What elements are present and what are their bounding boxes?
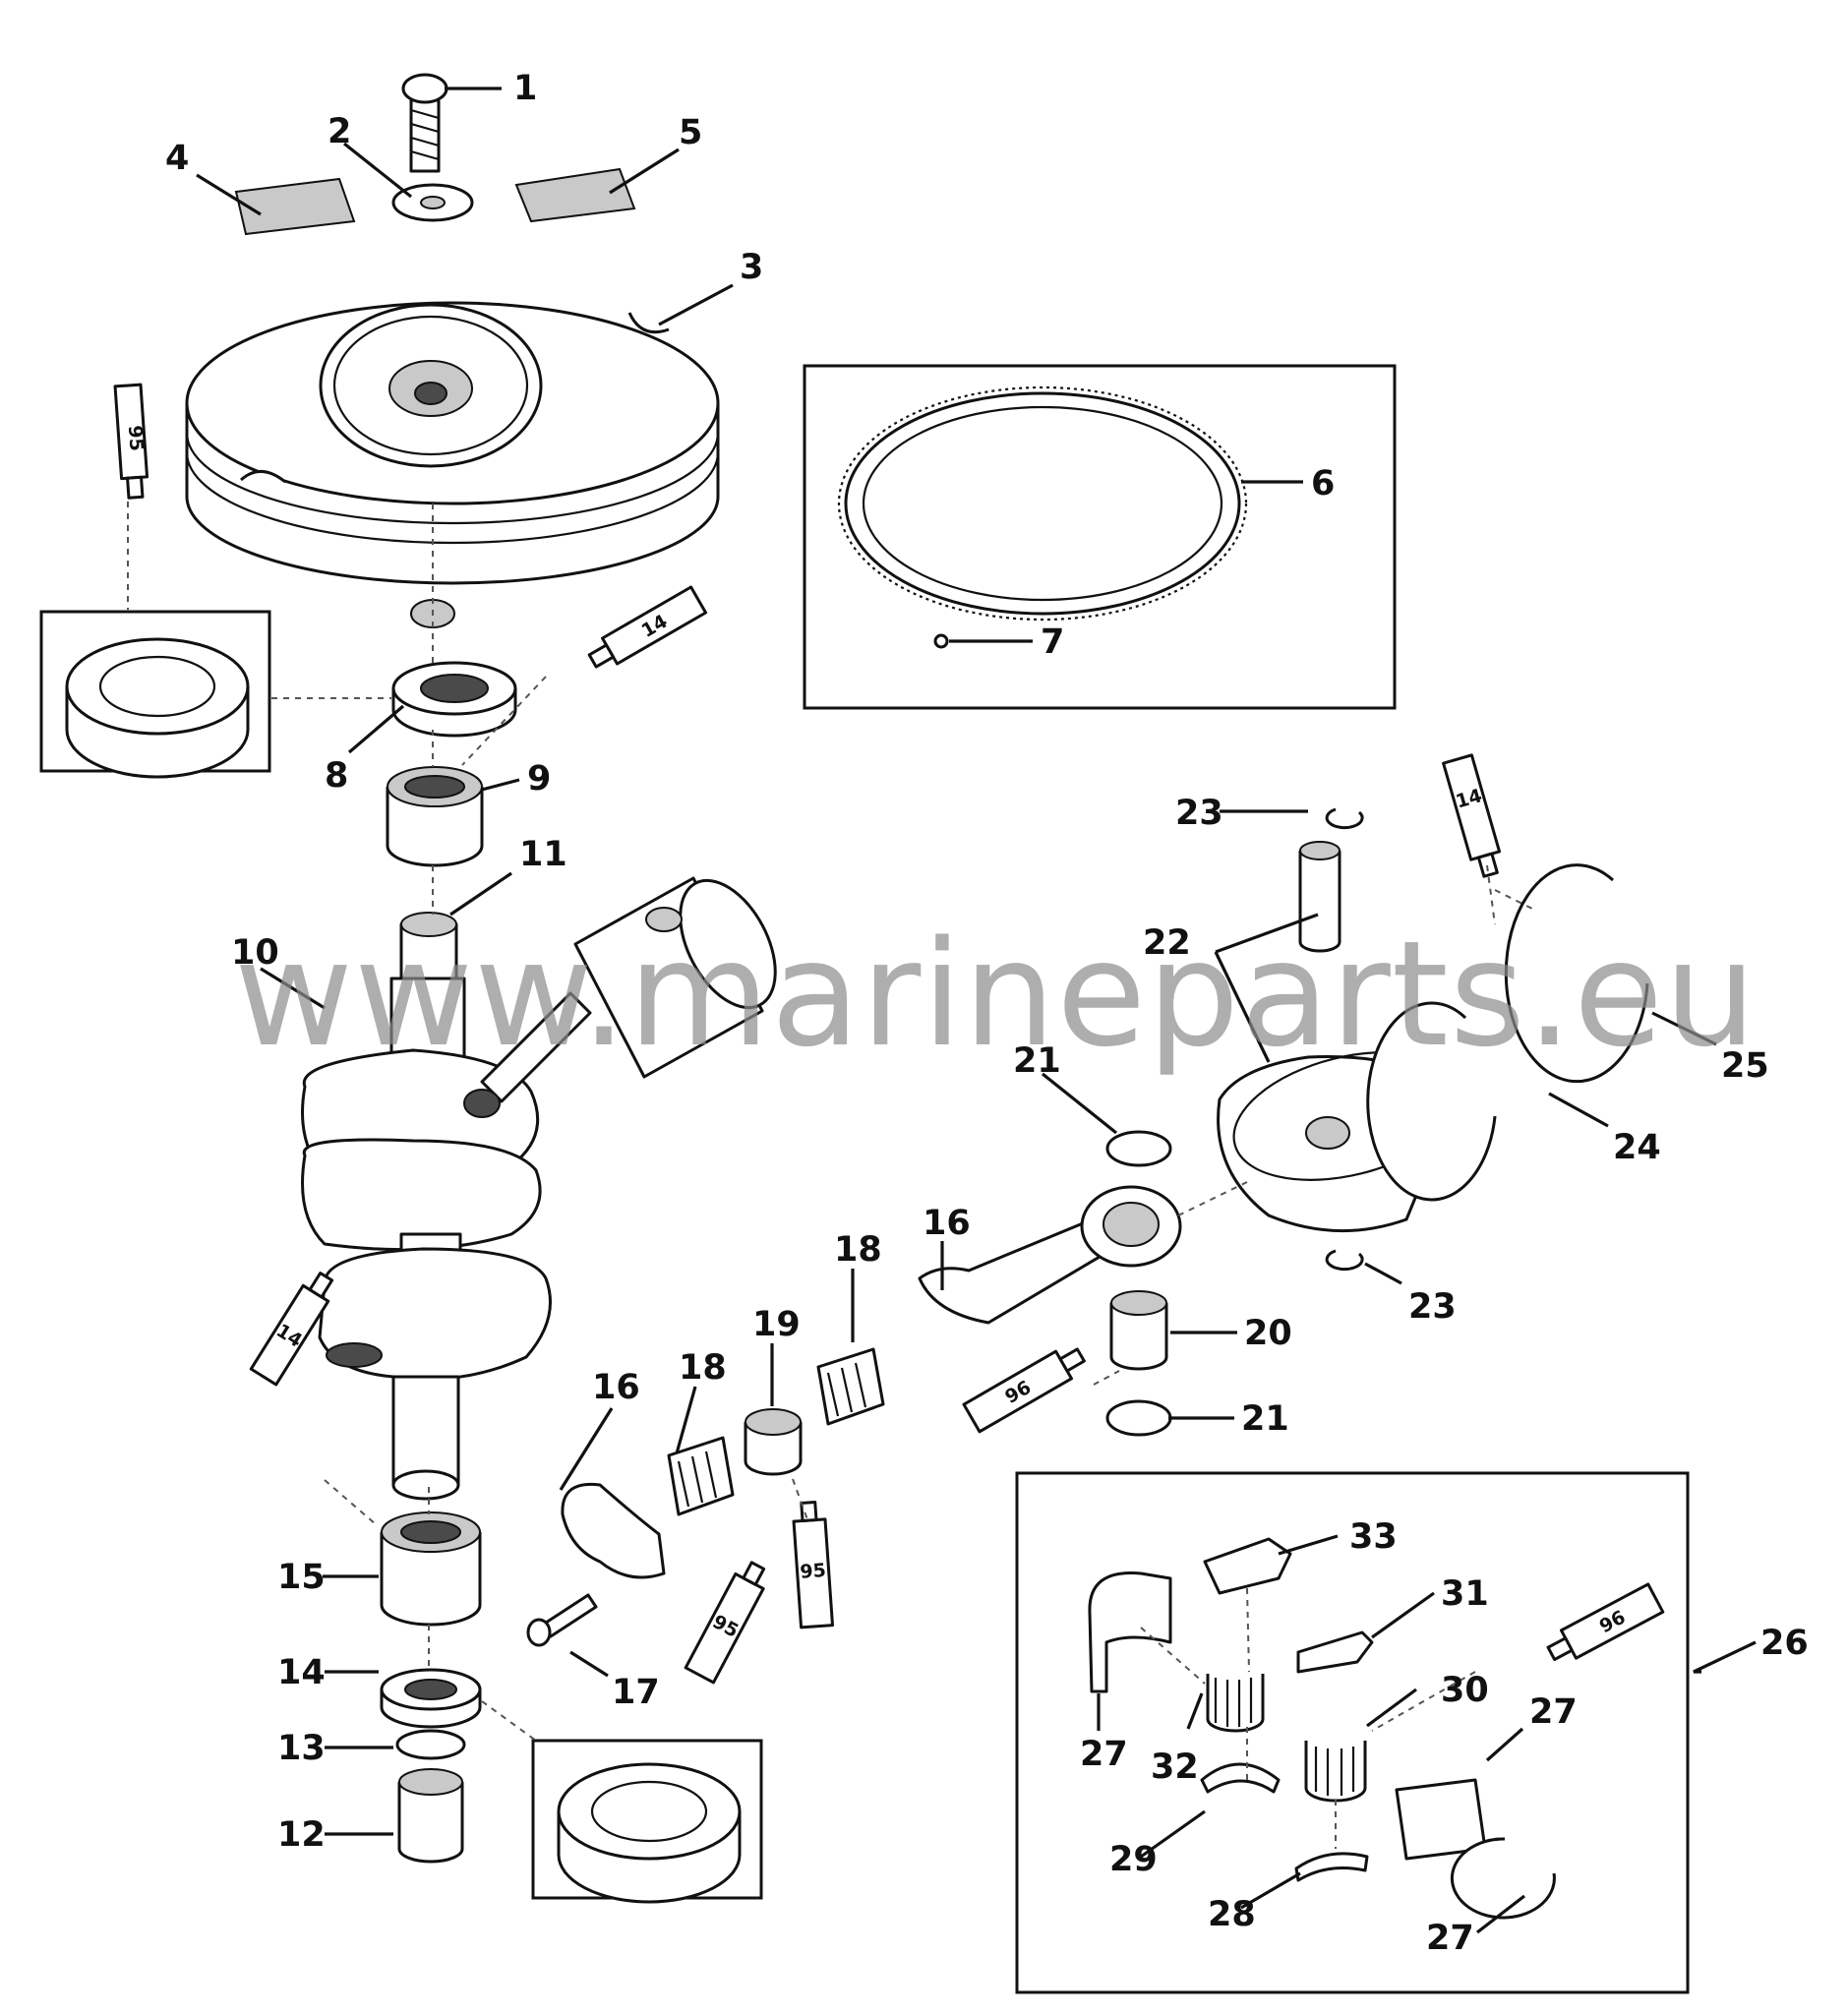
decal-right xyxy=(514,167,636,223)
callout-16-rod: 16 xyxy=(923,1204,971,1243)
callout-9: 9 xyxy=(527,759,551,799)
callout-12: 12 xyxy=(277,1815,326,1855)
watermark: www.marineparts.eu xyxy=(234,910,1758,1079)
callout-10: 10 xyxy=(231,933,279,973)
callout-1: 1 xyxy=(513,69,537,108)
thrust-washer-upper xyxy=(1105,1130,1172,1167)
callout-31: 31 xyxy=(1441,1574,1489,1614)
callout-19: 19 xyxy=(752,1305,801,1344)
needle-bearing-cage-half-lower xyxy=(667,1436,735,1516)
callout-28: 28 xyxy=(1208,1895,1256,1934)
callout-4: 4 xyxy=(165,139,189,178)
wrist-pin-needle-bearing xyxy=(1109,1290,1168,1371)
lower-o-ring xyxy=(395,1729,466,1760)
rod-cap-lower xyxy=(561,1482,666,1579)
callout-8: 8 xyxy=(325,756,348,796)
callout-18-lower: 18 xyxy=(679,1348,727,1388)
seal-guide-line-lower xyxy=(481,1700,537,1742)
callout-30: 30 xyxy=(1441,1671,1489,1710)
lubricant-tube-14-lower: 14 xyxy=(249,1272,334,1387)
callout-11: 11 xyxy=(519,835,567,874)
needle-bearing-cage-half-upper xyxy=(816,1347,885,1426)
callout-23-lower: 23 xyxy=(1408,1287,1457,1327)
callout-14: 14 xyxy=(277,1653,326,1692)
upper-oil-seal xyxy=(391,661,517,738)
bearing-kit-detail-box xyxy=(1015,1471,1690,1994)
callout-33: 33 xyxy=(1349,1517,1398,1557)
tube-label: 95 xyxy=(124,425,148,452)
leader-lines xyxy=(196,87,1757,1934)
wrist-pin-retainer-upper xyxy=(1325,807,1364,830)
lubricant-tube-95-lower: 95 xyxy=(684,1561,766,1685)
lubricant-tube-14-upper: 14 xyxy=(587,585,708,669)
callout-labels: 1 2 3 4 5 6 7 8 9 10 11 12 13 14 15 16 1… xyxy=(165,69,1809,1958)
flywheel-screw xyxy=(401,73,448,173)
ring-gear-detail-box xyxy=(803,364,1397,710)
callout-26: 26 xyxy=(1760,1624,1809,1663)
lubricant-tube-96-center: 96 xyxy=(962,1347,1086,1434)
piston-ring-inner xyxy=(1366,1001,1497,1202)
callout-17: 17 xyxy=(612,1673,660,1712)
thrust-washer-lower xyxy=(1105,1399,1172,1437)
lower-sleeve xyxy=(397,1768,464,1864)
callout-27-bottom: 27 xyxy=(1426,1919,1474,1958)
bearing-kit-parts xyxy=(1088,1537,1556,1920)
lubricant-tube-14-right: 14 xyxy=(1442,753,1502,878)
callout-16-cap: 16 xyxy=(592,1368,640,1407)
crankshaft xyxy=(301,912,552,1501)
seal-detail-lower xyxy=(557,1762,742,1904)
callout-27-left: 27 xyxy=(1080,1735,1128,1774)
callout-6: 6 xyxy=(1311,464,1335,504)
lubricant-tube-95-mid: 95 xyxy=(792,1501,834,1629)
connecting-rod xyxy=(918,1185,1182,1325)
callout-22: 22 xyxy=(1143,923,1191,963)
callout-2: 2 xyxy=(328,112,351,151)
piston-ring-outer xyxy=(1504,863,1649,1084)
rod-cap-screw xyxy=(526,1593,598,1647)
callout-15: 15 xyxy=(277,1558,326,1597)
callout-24: 24 xyxy=(1613,1128,1661,1167)
installed-piston-and-rod xyxy=(463,876,777,1118)
upper-bearing xyxy=(386,766,484,867)
callout-21-lower: 21 xyxy=(1241,1399,1289,1439)
lubricant-tube-96-kit: 96 xyxy=(1546,1582,1665,1662)
assembly-guide-lines xyxy=(127,502,1535,1849)
callout-25: 25 xyxy=(1721,1046,1769,1086)
tube-label: 95 xyxy=(800,1560,827,1583)
callout-29: 29 xyxy=(1109,1840,1158,1879)
callout-7: 7 xyxy=(1041,622,1064,662)
callout-18-upper: 18 xyxy=(834,1230,882,1270)
needle-bearing-lower xyxy=(744,1408,803,1476)
decal-left xyxy=(234,177,356,236)
piston-pin xyxy=(1298,841,1341,953)
lower-oil-seal xyxy=(380,1668,482,1729)
seal-detail-upper xyxy=(65,637,250,779)
ring-gear-rivet xyxy=(933,633,949,649)
ring-gear xyxy=(837,385,1248,622)
flywheel-washer xyxy=(391,183,474,222)
callout-23-upper: 23 xyxy=(1175,794,1223,833)
callout-27-right: 27 xyxy=(1529,1692,1578,1732)
callout-3: 3 xyxy=(740,248,763,287)
wrist-pin-retainer-lower xyxy=(1325,1249,1364,1272)
lubricant-tube-95-upper: 95 xyxy=(113,383,149,500)
callout-21-upper: 21 xyxy=(1013,1041,1061,1081)
callout-5: 5 xyxy=(679,113,702,152)
callout-32: 32 xyxy=(1151,1747,1199,1787)
callout-13: 13 xyxy=(277,1729,326,1768)
flywheel xyxy=(185,301,720,628)
callout-20: 20 xyxy=(1244,1314,1292,1353)
lower-main-bearing xyxy=(380,1511,482,1627)
